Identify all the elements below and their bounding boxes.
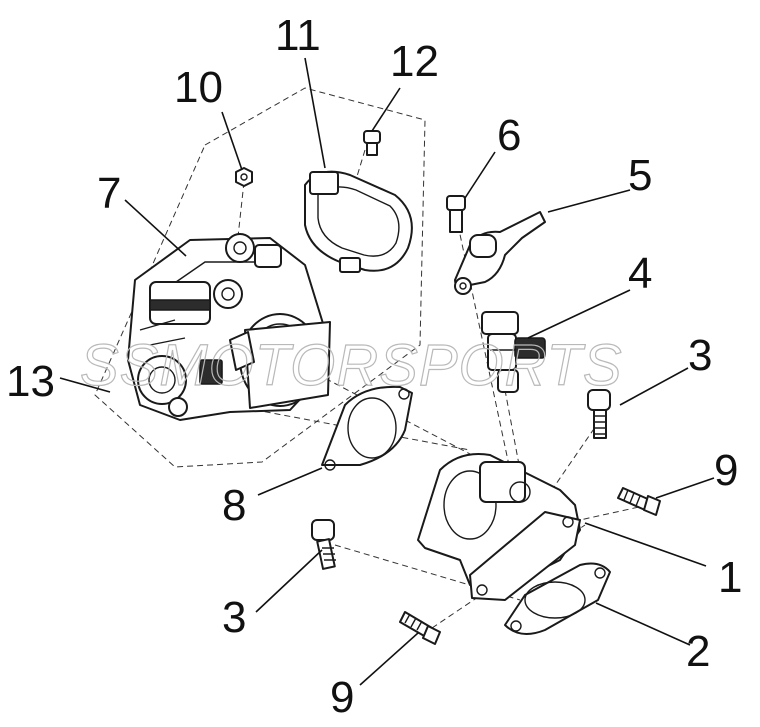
callout-4: 4 xyxy=(628,249,652,298)
callout-3-lower: 3 xyxy=(222,593,246,642)
callout-12: 12 xyxy=(390,37,439,86)
callout-8: 8 xyxy=(222,481,246,530)
assembly-group-outline xyxy=(94,87,426,468)
flange-bolt-right xyxy=(617,487,661,516)
callout-13: 13 xyxy=(6,357,55,406)
injector-bolt xyxy=(446,195,466,233)
leader-lines xyxy=(59,57,715,686)
manifold-gasket xyxy=(504,562,611,635)
callout-9-left: 9 xyxy=(330,673,354,722)
callout-numbers: 1 2 3 3 4 5 6 7 8 9 9 10 11 12 13 xyxy=(6,11,742,722)
flange-bolt-left xyxy=(399,611,441,645)
throttle-gasket xyxy=(321,385,413,471)
callout-5: 5 xyxy=(628,151,652,200)
callout-2: 2 xyxy=(686,627,710,676)
watermark-text: SSMOTORSPORTS xyxy=(80,333,623,398)
socket-bolt-lower xyxy=(311,519,336,570)
fuel-injector xyxy=(481,311,546,393)
callout-9-right: 9 xyxy=(714,446,738,495)
callout-3-upper: 3 xyxy=(688,331,712,380)
clamp-screw xyxy=(363,130,381,156)
throttle-body xyxy=(127,233,331,421)
callout-11: 11 xyxy=(275,11,321,60)
callout-1: 1 xyxy=(718,553,742,602)
hose-clamp xyxy=(304,170,413,273)
callout-10: 10 xyxy=(174,63,223,112)
callout-7: 7 xyxy=(97,169,121,218)
small-nut xyxy=(235,167,253,187)
callout-6: 6 xyxy=(497,111,521,160)
intake-manifold xyxy=(417,453,581,601)
fuel-rail-connector xyxy=(454,211,546,295)
socket-bolt-upper xyxy=(587,389,611,439)
